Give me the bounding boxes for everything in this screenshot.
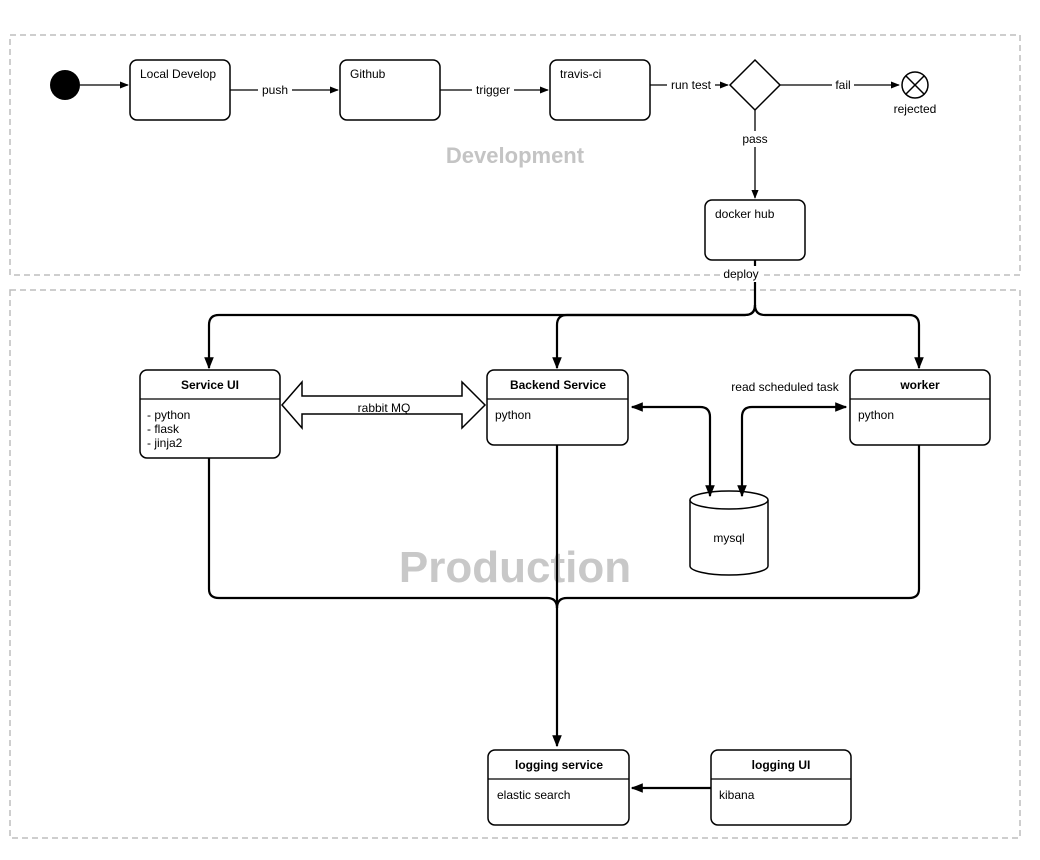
run-test-label: run test: [671, 78, 712, 92]
local-develop-node: Local Develop: [129, 59, 231, 121]
development-frame: [9, 34, 1021, 276]
deploy-label: deploy: [723, 267, 758, 281]
read-scheduled-task-label: read scheduled task: [731, 380, 839, 394]
service-ui-line-jinja2: - jinja2: [147, 436, 183, 450]
backend-service-title: Backend Service: [510, 378, 606, 392]
backend-mysql-edge: [630, 402, 715, 498]
service-ui-node: Service UI - python - flask - jinja2: [139, 369, 281, 459]
service-ui-title: Service UI: [181, 378, 239, 392]
mysql-label: mysql: [713, 531, 744, 545]
docker-hub-node: docker hub: [704, 199, 806, 261]
push-label: push: [262, 83, 288, 97]
worker-mysql-edge: [737, 402, 848, 498]
pass-label: pass: [742, 132, 767, 146]
logging-ui-node: logging UI kibana: [710, 749, 852, 826]
rejected-label: rejected: [894, 102, 937, 116]
worker-line-python: python: [858, 408, 894, 422]
fail-label: fail: [835, 78, 850, 92]
github-node: Github: [339, 59, 441, 121]
production-section-title: Production: [399, 543, 631, 592]
decision-diamond: [728, 58, 782, 112]
development-section-title: Development: [446, 143, 585, 168]
worker-title: worker: [899, 378, 940, 392]
docker-hub-label: docker hub: [715, 207, 775, 221]
local-develop-label: Local Develop: [140, 67, 216, 81]
github-label: Github: [350, 67, 386, 81]
service-ui-line-flask: - flask: [147, 422, 180, 436]
service-ui-line-python: - python: [147, 408, 190, 422]
logging-service-title: logging service: [515, 758, 603, 772]
deploy-edges: [204, 260, 924, 370]
rabbit-mq-arrow: [281, 379, 487, 431]
backend-service-line-python: python: [495, 408, 531, 422]
mysql-node: mysql: [689, 490, 769, 576]
production-frame: [9, 289, 1021, 839]
travis-ci-label: travis-ci: [560, 67, 601, 81]
trigger-label: trigger: [476, 83, 510, 97]
backend-service-node: Backend Service python: [486, 369, 629, 446]
worker-node: worker python: [849, 369, 991, 446]
logging-service-line-elastic: elastic search: [497, 788, 570, 802]
logging-edges: [207, 445, 921, 748]
start-node: [50, 70, 80, 100]
rabbit-mq-label: rabbit MQ: [358, 401, 411, 415]
logging-ui-line-kibana: kibana: [719, 788, 755, 802]
travis-ci-node: travis-ci: [549, 59, 651, 121]
logging-ui-title: logging UI: [752, 758, 811, 772]
logging-service-node: logging service elastic search: [487, 749, 630, 826]
rejected-end-node: [901, 71, 929, 99]
